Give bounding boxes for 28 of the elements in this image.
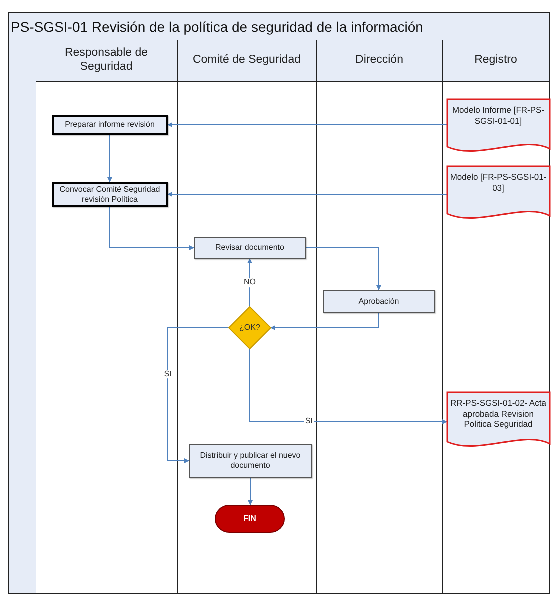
diagram-title: PS-SGSI-01 Revisión de la política de seguridad de la información [8, 12, 550, 41]
connector-arrow [168, 328, 230, 464]
connector-arrow [168, 192, 448, 197]
lane-header: Registro [443, 40, 549, 82]
connector-arrow [306, 248, 382, 290]
swimlane [36, 40, 178, 594]
edge-label: NO [243, 278, 257, 288]
lane-header: Dirección [317, 40, 442, 82]
connector-arrow [168, 122, 448, 128]
edge-label: SI [304, 418, 314, 426]
connector-arrow [248, 258, 252, 308]
connector-arrow [250, 348, 448, 424]
process-box: Distribuir y publicar el nuevo documento [189, 444, 312, 478]
swimlane [317, 40, 443, 594]
process-box: Preparar informe revisión [52, 115, 168, 135]
connector-arrow [270, 312, 380, 330]
connector-arrow [248, 478, 253, 506]
process-box: Convocar Comité Seguridad revisión Política [52, 182, 168, 207]
decision-diamond: ¿OK? [229, 307, 271, 349]
process-box: Revisar documento [194, 237, 306, 259]
swimlane [443, 40, 550, 594]
process-box: Aprobación [323, 290, 435, 313]
connector-arrow [108, 134, 112, 182]
swimlane [178, 40, 317, 594]
lane-header: Responsable de Seguridad [36, 40, 177, 82]
connector-arrow [110, 206, 194, 250]
end-terminator: FIN [215, 505, 285, 533]
lane-header: Comité de Seguridad [178, 40, 316, 82]
